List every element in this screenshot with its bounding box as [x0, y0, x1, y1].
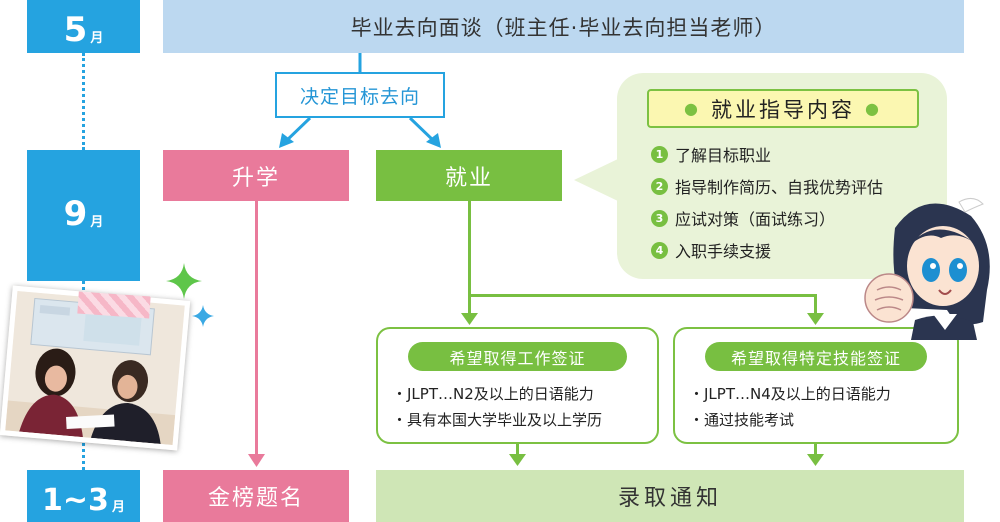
skill-visa-requirement: ・通过技能考试 — [689, 411, 795, 429]
title-dot-left-icon: ● — [684, 99, 701, 118]
title-dot-right-icon: ● — [865, 99, 882, 118]
work-visa-requirement: ・具有本国大学毕业及以上学历 — [392, 411, 603, 429]
arrow-head-employ — [426, 133, 441, 148]
guide-item-text: 了解目标职业 — [675, 146, 772, 165]
mascot-character — [864, 198, 990, 340]
skill-visa-requirement: ・JLPT…N4及以上的日语能力 — [689, 385, 891, 403]
work-visa-down-line — [516, 444, 519, 456]
study-arrow-head-icon — [248, 454, 265, 467]
month-marker-january-march: 1~3 月 — [27, 470, 140, 522]
branch-right-arrow-icon — [807, 313, 824, 325]
employment-box: 就业 — [376, 150, 562, 201]
branch-left-arrow-icon — [461, 313, 478, 325]
skill-visa-down-line — [814, 444, 817, 456]
guide-item: 3 应试对策（面试练习） — [651, 204, 835, 232]
guide-item-text: 入职手续支援 — [675, 242, 772, 261]
offer-notice-box: 录取通知 — [376, 470, 964, 522]
work-visa-requirement: ・JLPT…N2及以上的日语能力 — [392, 385, 594, 403]
number-circle-icon: 1 — [651, 145, 668, 163]
guide-item: 1 了解目标职业 — [651, 140, 771, 168]
guide-title-text: 就业指导内容 — [711, 97, 855, 122]
success-box: 金榜题名 — [163, 470, 349, 522]
decide-goal-box: 决定目标去向 — [275, 72, 445, 118]
study-box: 升学 — [163, 150, 349, 201]
month-unit: 月 — [111, 500, 125, 516]
arrow-to-employ — [408, 116, 438, 145]
interview-bar: 毕业去向面谈（班主任·毕业去向担当老师） — [163, 0, 964, 53]
work-visa-title: 希望取得工作签证 — [408, 342, 627, 371]
study-connector-line — [255, 201, 258, 456]
guide-title: ● 就业指导内容 ● — [647, 89, 919, 128]
arrow-head-study — [279, 133, 294, 148]
bubble-pointer — [574, 158, 620, 202]
number-circle-icon: 2 — [651, 177, 668, 195]
skill-visa-arrow-icon — [807, 454, 824, 466]
branch-left-drop — [468, 294, 471, 316]
arrow-to-study — [282, 116, 312, 145]
employ-connector-line — [468, 201, 471, 297]
sparkle-green-icon — [166, 263, 202, 299]
work-visa-box: 希望取得工作签证 ・JLPT…N2及以上的日语能力 ・具有本国大学毕业及以上学历 — [376, 327, 659, 444]
month-number: 1~3 — [42, 483, 109, 518]
skill-visa-title: 希望取得特定技能签证 — [705, 342, 927, 371]
month-number: 5 — [63, 10, 88, 50]
number-circle-icon: 3 — [651, 209, 668, 227]
number-circle-icon: 4 — [651, 241, 668, 259]
sparkle-blue-icon — [192, 305, 214, 327]
work-visa-arrow-icon — [509, 454, 526, 466]
timeline-dotted-line-upper — [82, 53, 85, 150]
month-marker-september: 9 月 — [27, 150, 140, 281]
month-number: 9 — [63, 194, 88, 234]
guide-item: 2 指导制作简历、自我优势评估 — [651, 172, 883, 200]
month-unit: 月 — [90, 215, 104, 231]
guide-item-text: 指导制作简历、自我优势评估 — [675, 178, 884, 197]
branch-right-drop — [814, 294, 817, 316]
branch-horizontal-line — [468, 294, 817, 297]
classroom-photo — [0, 285, 191, 451]
month-unit: 月 — [90, 31, 104, 47]
month-marker-may: 5 月 — [27, 0, 140, 53]
skill-visa-box: 希望取得特定技能签证 ・JLPT…N4及以上的日语能力 ・通过技能考试 — [673, 327, 959, 444]
photo-illustration — [5, 290, 185, 446]
guide-item-text: 应试对策（面试练习） — [675, 210, 836, 229]
guide-item: 4 入职手续支援 — [651, 236, 771, 264]
